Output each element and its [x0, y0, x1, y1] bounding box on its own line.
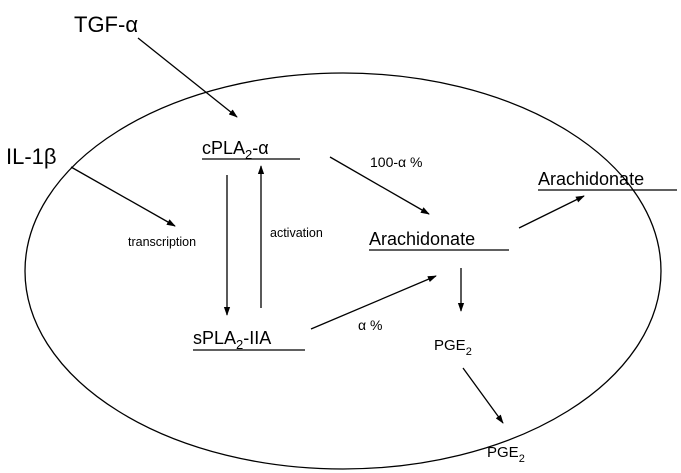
pge2-extracellular-subscript: 2: [519, 453, 525, 465]
pge2-extracellular-label: PGE2: [487, 444, 525, 465]
arachidonate-intracellular-label: Arachidonate: [369, 229, 475, 249]
spla2-iia-subscript: 2: [236, 337, 243, 352]
arachidonate-extracellular-label: Arachidonate: [538, 169, 644, 189]
il-1-beta-label: IL-1β: [6, 144, 57, 169]
pge2-extracellular-prefix: PGE: [487, 444, 519, 461]
cpla2-alpha-subscript: 2: [245, 147, 252, 162]
pge2-intracellular-prefix: PGE: [434, 337, 466, 354]
spla2-iia-prefix: sPLA: [193, 328, 236, 348]
cpla2-alpha-label: cPLA2-α: [202, 138, 269, 162]
pge2-intracellular-subscript: 2: [466, 346, 472, 358]
tgf-alpha-label: TGF-α: [74, 12, 138, 37]
arrow-pge2-out: [462, 367, 504, 424]
spla2-iia-suffix: -IIA: [243, 328, 271, 348]
arrow-arachidonate-out: [518, 195, 585, 229]
pge2-intracellular-label: PGE2: [434, 337, 472, 358]
percent-from-cpla2-label: 100-α %: [370, 154, 422, 170]
spla2-iia-label: sPLA2-IIA: [193, 328, 271, 352]
arrow-spla2-to-arachidonate: [310, 275, 437, 330]
cell-membrane: [24, 72, 662, 470]
cpla2-alpha-prefix: cPLA: [202, 138, 245, 158]
percent-from-spla2-label: α %: [358, 317, 382, 333]
arrow-cpla2-to-arachidonate: [329, 156, 430, 215]
transcription-label: transcription: [128, 235, 196, 249]
activation-label: activation: [270, 226, 323, 240]
arrow-tgf-to-cpla2: [137, 37, 238, 118]
cpla2-alpha-suffix: -α: [252, 138, 268, 158]
arrow-il1b-to-spla2: [70, 166, 176, 227]
